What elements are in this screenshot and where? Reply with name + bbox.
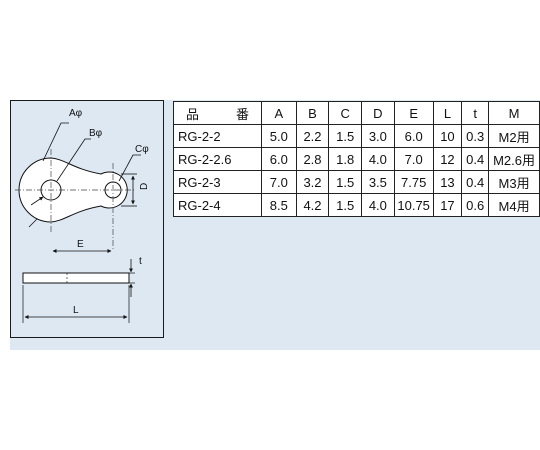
label-l: L bbox=[73, 305, 79, 316]
header-e: E bbox=[393, 101, 434, 125]
cell-c: 1.5 bbox=[328, 124, 363, 148]
cell-b: 4.2 bbox=[295, 193, 330, 217]
header-t: t bbox=[461, 101, 490, 125]
cell-part-number: RG-2-3 bbox=[172, 170, 263, 194]
cell-a: 7.0 bbox=[261, 170, 297, 194]
cell-c: 1.8 bbox=[328, 147, 363, 171]
cell-e: 10.75 bbox=[393, 193, 434, 217]
cell-a: 6.0 bbox=[261, 147, 297, 171]
table-row: RG-2-4 8.5 4.2 1.5 4.0 10.75 17 0.6 M4用 bbox=[172, 193, 540, 217]
cell-e: 6.0 bbox=[393, 124, 434, 148]
cell-e: 7.0 bbox=[393, 147, 434, 171]
header-part-number: 品 番 bbox=[172, 101, 263, 125]
cell-l: 17 bbox=[432, 193, 463, 217]
cell-m: M3用 bbox=[488, 170, 540, 194]
header-a: A bbox=[261, 101, 297, 125]
cell-part-number: RG-2-2.6 bbox=[172, 147, 263, 171]
terminal-drawing-svg: Aφ Bφ Cφ D E t L bbox=[15, 108, 150, 323]
header-l: L bbox=[432, 101, 463, 125]
cell-m: M2用 bbox=[488, 124, 540, 148]
header-m: M bbox=[488, 101, 540, 125]
center-lines bbox=[15, 149, 135, 251]
leader-lines bbox=[28, 122, 141, 228]
table-row: RG-2-3 7.0 3.2 1.5 3.5 7.75 13 0.4 M3用 bbox=[172, 170, 540, 194]
label-e: E bbox=[77, 239, 84, 250]
dimension-d bbox=[121, 173, 137, 207]
label-c-phi: Cφ bbox=[135, 144, 149, 155]
cell-c: 1.5 bbox=[328, 170, 363, 194]
cell-t: 0.3 bbox=[461, 124, 490, 148]
cell-d: 4.0 bbox=[361, 147, 395, 171]
cell-a: 8.5 bbox=[261, 193, 297, 217]
cell-b: 3.2 bbox=[295, 170, 330, 194]
cell-b: 2.2 bbox=[295, 124, 330, 148]
cell-part-number: RG-2-4 bbox=[172, 193, 263, 217]
technical-drawing: Aφ Bφ Cφ D E t L bbox=[10, 100, 164, 338]
cell-m: M2.6用 bbox=[488, 147, 540, 171]
header-c: C bbox=[328, 101, 363, 125]
cell-c: 1.5 bbox=[328, 193, 363, 217]
cell-t: 0.6 bbox=[461, 193, 490, 217]
table-row: RG-2-2.6 6.0 2.8 1.8 4.0 7.0 12 0.4 M2.6… bbox=[172, 147, 540, 171]
header-d: D bbox=[361, 101, 395, 125]
table-row: RG-2-2 5.0 2.2 1.5 3.0 6.0 10 0.3 M2用 bbox=[172, 124, 540, 148]
label-b-phi: Bφ bbox=[89, 128, 103, 139]
header-b: B bbox=[295, 101, 330, 125]
label-d: D bbox=[139, 183, 150, 190]
cell-l: 10 bbox=[432, 124, 463, 148]
cell-e: 7.75 bbox=[393, 170, 434, 194]
cell-t: 0.4 bbox=[461, 147, 490, 171]
table-header-row: 品 番 A B C D E L t M bbox=[172, 101, 540, 125]
cell-b: 2.8 bbox=[295, 147, 330, 171]
terminal-side-view bbox=[22, 259, 135, 323]
cell-l: 12 bbox=[432, 147, 463, 171]
cell-d: 4.0 bbox=[361, 193, 395, 217]
cell-a: 5.0 bbox=[261, 124, 297, 148]
cell-d: 3.0 bbox=[361, 124, 395, 148]
cell-l: 13 bbox=[432, 170, 463, 194]
cell-t: 0.4 bbox=[461, 170, 490, 194]
spec-table: 品 番 A B C D E L t M RG-2-2 5.0 2.2 1.5 3… bbox=[172, 101, 540, 217]
label-t: t bbox=[139, 256, 142, 267]
cell-m: M4用 bbox=[488, 193, 540, 217]
label-a-phi: Aφ bbox=[69, 108, 83, 119]
cell-part-number: RG-2-2 bbox=[172, 124, 263, 148]
cell-d: 3.5 bbox=[361, 170, 395, 194]
